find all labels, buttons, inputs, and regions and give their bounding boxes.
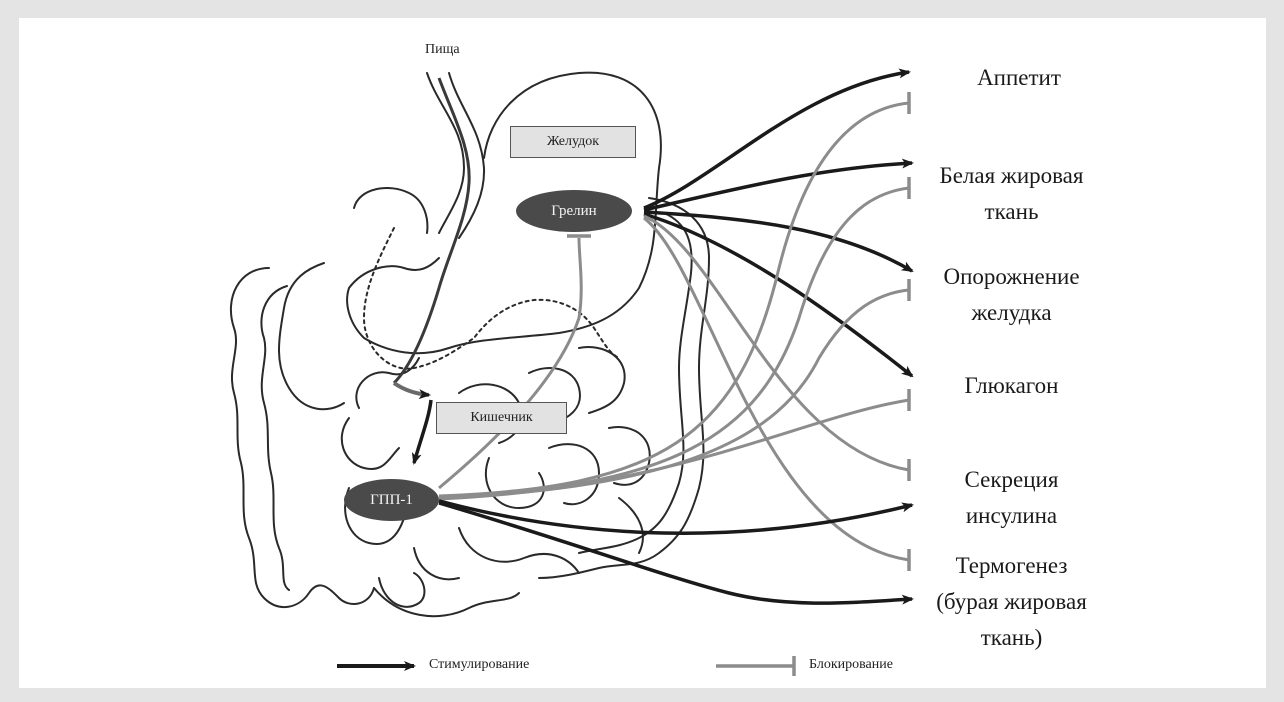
legend-blocking-label: Блокирование [809,657,893,673]
food-path [394,78,469,383]
target-glucagon-label: Глюкагон [899,368,1124,404]
small-intestine-9 [459,528,579,573]
stomach-label-box: Желудок [510,126,636,158]
ghrelin-to-appetite-arrow [644,72,909,208]
legend [337,656,794,676]
colon-right [539,198,709,578]
anatomy-outline [231,73,709,617]
target-gastric-emptying-label: Опорожнение желудка [899,259,1124,331]
small-intestine-6 [486,458,544,508]
ghrelin-node: Грелин [516,190,632,232]
legend-stimulation-label: Стимулирование [429,657,529,673]
small-intestine-2 [342,418,399,469]
target-appetite-label: Аппетит [919,60,1119,96]
colon-left-inner [261,286,289,590]
ghrelin-to-glucagon-arrow [644,214,912,376]
small-intestine-13 [379,573,424,607]
colon-right-inner [579,213,692,553]
food-label: Пища [425,42,460,58]
small-intestine-7 [549,444,599,504]
target-insulin-label: Секреция инсулина [899,462,1124,534]
ghrelin-to-gastric-emptying-arrow [644,212,912,271]
glp1-node: ГПП-1 [344,479,439,521]
small-intestine-1 [356,358,419,408]
glp1-blocks-white-fat-line [439,188,909,497]
diagram-frame: Пища Желудок Кишечник Грелин ГПП-1 Аппет… [19,18,1266,688]
glp1-blocks-ghrelin-line [439,238,581,488]
target-white-fat-label: Белая жировая ткань [899,158,1124,230]
stomach-lower-curve [354,188,427,233]
target-thermogenesis-label: Термогенез (бурая жировая ткань) [899,548,1124,656]
small-intestine-11 [414,548,459,579]
ghrelin-blocks-thermogenesis-line [644,218,909,560]
colon-left [231,268,374,607]
food-to-glp1-arrow [414,400,431,463]
colon-bottom [374,588,519,616]
food-arrow [394,383,429,395]
intestine-label-box: Кишечник [436,402,567,434]
duodenum [279,263,344,409]
